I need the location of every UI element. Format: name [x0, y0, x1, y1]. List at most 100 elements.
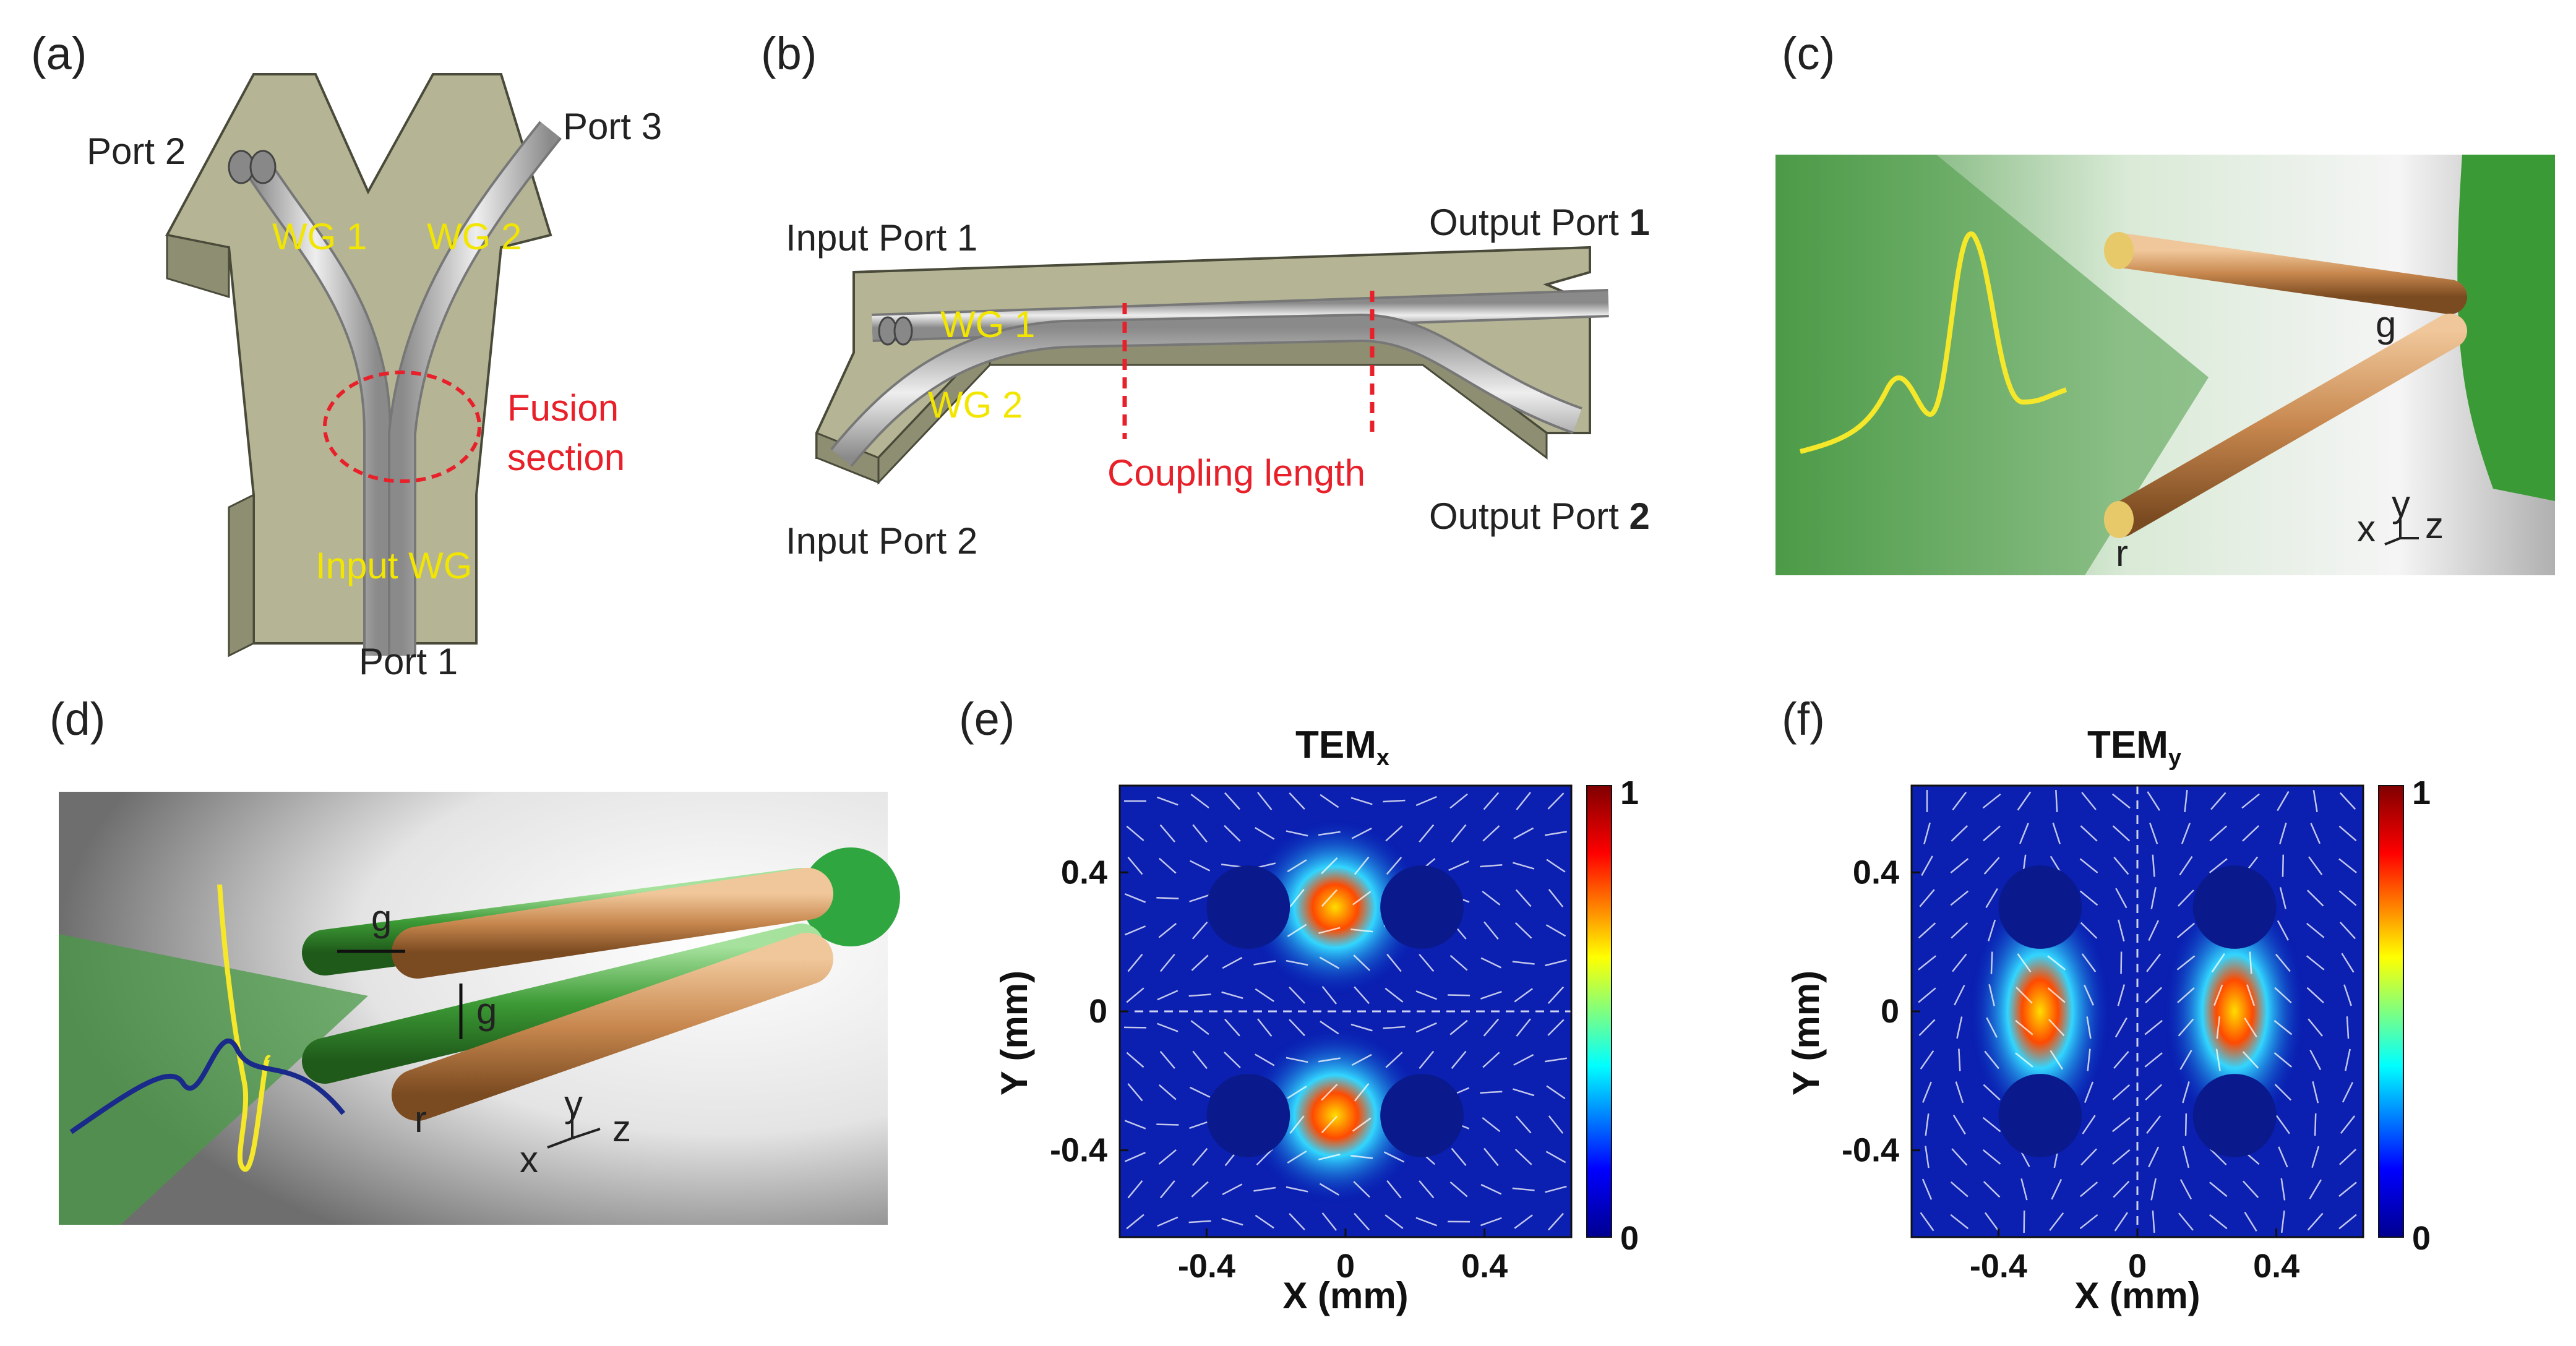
field-arrow [2017, 953, 2032, 972]
field-arrow [1482, 1052, 1500, 1068]
field-arrow [2275, 1115, 2290, 1134]
field-arrow [1320, 794, 1339, 808]
field-arrow [1157, 1216, 1179, 1227]
field-arrow [2176, 955, 2196, 971]
field-arrow [1982, 793, 2001, 809]
field-arrow [2112, 825, 2131, 842]
field-arrow [2084, 1081, 2094, 1104]
field-arrow [1255, 827, 1275, 840]
gap-label-d-side: g [476, 990, 497, 1032]
field-arrow [2016, 987, 2033, 1004]
field-arrow [1253, 960, 1276, 966]
field-arrow [1159, 1180, 1175, 1199]
field-arrow [2113, 1180, 2130, 1198]
field-arrow [1352, 1117, 1372, 1132]
wire-cross-section [1998, 1074, 2082, 1157]
field-arrow [1190, 1020, 1209, 1035]
field-hotspot [1967, 885, 2113, 1138]
field-arrow [2211, 953, 2225, 973]
field-arrow [2338, 1214, 2357, 1230]
field-arrow [2020, 1178, 2028, 1201]
field-arrow [1127, 856, 1143, 875]
field-arrow [1548, 889, 1564, 907]
field-arrow [1547, 986, 1565, 1004]
field-arrow [1127, 1180, 1143, 1199]
port2-label: Port 2 [87, 131, 186, 172]
field-arrow [1419, 1180, 1435, 1199]
field-arrow [1918, 922, 1936, 939]
port3-label: Port 3 [563, 106, 663, 147]
field-arrow [2015, 1052, 2033, 1068]
field-arrow [1419, 824, 1435, 842]
field-arrow [1318, 927, 1341, 934]
field-arrow [1189, 894, 1211, 902]
field-arrow [2149, 822, 2158, 844]
field-arrow [1319, 1183, 1339, 1196]
field-arrow [2277, 920, 2289, 941]
tem-y-title: TEMy [2087, 724, 2181, 771]
field-arrow [1385, 825, 1403, 842]
field-arrow [2148, 920, 2160, 941]
field-arrow [2023, 1210, 2025, 1233]
field-arrow [1986, 1017, 1998, 1038]
wire-cross-section [2192, 1074, 2277, 1157]
field-arrow [1419, 953, 1435, 972]
field-arrow [2144, 1052, 2163, 1068]
field-arrow [2081, 953, 2097, 972]
field-arrow [1512, 1187, 1535, 1191]
field-arrow [2150, 887, 2157, 909]
field-arrow [2310, 823, 2321, 844]
field-arrow [1126, 825, 1144, 841]
field-arrow [2152, 854, 2155, 877]
field-arrow [2120, 951, 2123, 974]
field-arrow [1545, 924, 1566, 937]
field-arrow [1286, 959, 1308, 966]
x-axis-label-f: X (mm) [2074, 1275, 2200, 1316]
field-arrow [1952, 953, 1967, 972]
field-arrow [1189, 860, 1211, 872]
field-arrow [1415, 990, 1437, 1000]
field-arrow [1918, 987, 1936, 1003]
field-arrow [1127, 953, 1143, 972]
field-arrow [1289, 1213, 1305, 1230]
field-arrow [1954, 985, 1965, 1006]
colorbar [2378, 785, 2404, 1238]
field-arrow [2113, 1051, 2129, 1069]
field-arrow [2279, 887, 2286, 909]
field-arrow [2209, 1181, 2228, 1198]
field-arrow [2216, 1016, 2221, 1039]
field-arrow [2339, 1149, 2356, 1165]
field-arrow [1548, 1115, 1564, 1134]
four-wire-render [59, 792, 900, 1225]
field-arrow [1354, 1212, 1370, 1231]
field-arrow [1983, 1181, 2001, 1198]
field-arrow [2273, 1019, 2293, 1035]
field-arrow [1385, 1214, 1404, 1229]
field-arrow [1514, 988, 1533, 1003]
field-arrow [2177, 987, 2195, 1003]
field-arrow [2079, 890, 2098, 906]
panel-b-label: (b) [761, 28, 817, 79]
field-arrow [2277, 791, 2290, 812]
field-arrow [2215, 1048, 2221, 1071]
field-arrow [1125, 1152, 1146, 1162]
field-arrow [2015, 1019, 2033, 1035]
field-arrow [1918, 1019, 1936, 1036]
field-arrow [1483, 1147, 1499, 1167]
field-arrow [1449, 1181, 1468, 1198]
field-arrow [1950, 1181, 1968, 1198]
field-arrow [1224, 825, 1241, 842]
field-arrow [1921, 1178, 1933, 1200]
wire-cross-section [2192, 865, 2277, 949]
y-tick-label: 0 [1881, 993, 1899, 1030]
colorbar-max-label: 1 [2412, 774, 2431, 812]
field-arrow [2339, 922, 2356, 940]
field-arrow [2146, 1115, 2162, 1134]
field-arrow [1918, 955, 1936, 971]
field-arrow [1951, 825, 1968, 842]
gap-label-c: g [2376, 304, 2397, 345]
field-arrow [1952, 791, 1967, 811]
field-arrow [1289, 986, 1305, 1004]
